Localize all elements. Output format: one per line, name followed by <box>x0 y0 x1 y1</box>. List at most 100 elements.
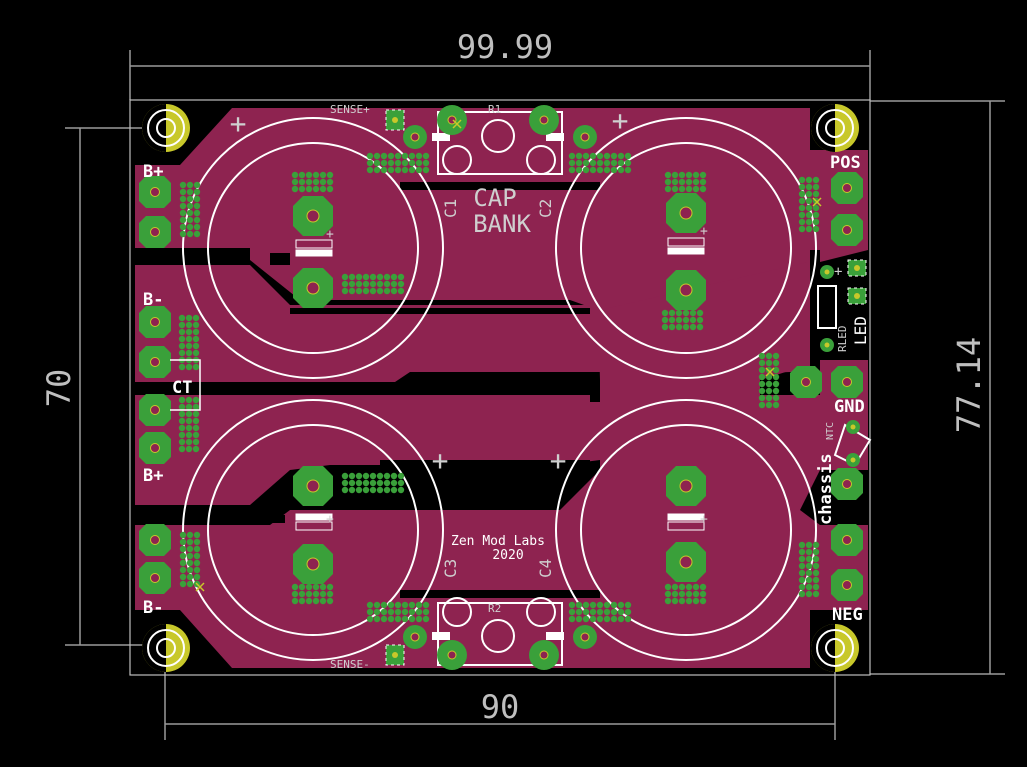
via <box>805 211 813 219</box>
via <box>394 601 402 609</box>
via <box>617 608 625 616</box>
via <box>798 555 806 563</box>
via <box>186 545 194 553</box>
via <box>415 159 423 167</box>
via <box>312 597 320 605</box>
via <box>575 152 583 160</box>
via <box>179 188 187 196</box>
via <box>671 178 679 186</box>
connector-pads <box>139 172 863 601</box>
via <box>589 601 597 609</box>
via <box>192 417 200 425</box>
via <box>373 601 381 609</box>
x-marks <box>195 119 822 592</box>
via <box>689 323 697 331</box>
via <box>291 590 299 598</box>
via <box>798 204 806 212</box>
connector-pad <box>139 176 171 208</box>
via <box>772 394 780 402</box>
via <box>380 152 388 160</box>
via <box>312 178 320 186</box>
via <box>692 597 700 605</box>
via <box>193 531 201 539</box>
via <box>179 223 187 231</box>
via <box>397 273 405 281</box>
via <box>664 597 672 605</box>
connector-pad <box>831 468 863 500</box>
via <box>326 178 334 186</box>
via <box>617 601 625 609</box>
via <box>798 569 806 577</box>
via <box>319 597 327 605</box>
connector-pad <box>831 172 863 204</box>
via <box>186 552 194 560</box>
via <box>610 159 618 167</box>
via <box>193 216 201 224</box>
via <box>675 309 683 317</box>
via <box>415 601 423 609</box>
via <box>185 403 193 411</box>
via <box>568 608 576 616</box>
via <box>179 538 187 546</box>
cap-c1-outline <box>182 117 444 379</box>
via <box>383 486 391 494</box>
plus-marks: + + + + + + + + + <box>230 104 843 527</box>
via <box>661 323 669 331</box>
via <box>798 183 806 191</box>
via <box>596 166 604 174</box>
via <box>664 185 672 193</box>
via <box>798 218 806 226</box>
via <box>193 230 201 238</box>
via <box>298 597 306 605</box>
via <box>380 166 388 174</box>
via <box>661 316 669 324</box>
via <box>366 615 374 623</box>
via <box>812 225 820 233</box>
via <box>678 590 686 598</box>
via <box>758 359 766 367</box>
via <box>401 615 409 623</box>
via <box>765 387 773 395</box>
via <box>178 424 186 432</box>
via <box>624 166 632 174</box>
via <box>341 479 349 487</box>
via <box>798 190 806 198</box>
via <box>185 314 193 322</box>
via <box>582 152 590 160</box>
via <box>408 615 416 623</box>
via <box>812 204 820 212</box>
via <box>186 538 194 546</box>
via <box>805 569 813 577</box>
mount-hole-top-left <box>142 104 190 152</box>
via <box>805 541 813 549</box>
via <box>178 335 186 343</box>
via <box>387 152 395 160</box>
via <box>685 178 693 186</box>
via <box>178 417 186 425</box>
via <box>305 178 313 186</box>
led-section <box>817 259 867 352</box>
dim-top-width: 99.99 <box>457 28 553 66</box>
via <box>186 580 194 588</box>
via <box>376 273 384 281</box>
via <box>366 166 374 174</box>
mounting-holes <box>142 104 859 672</box>
via <box>675 316 683 324</box>
via <box>422 166 430 174</box>
via <box>369 479 377 487</box>
via <box>178 342 186 350</box>
plus-mark: + <box>700 512 708 527</box>
via <box>568 152 576 160</box>
via <box>348 486 356 494</box>
via <box>178 314 186 322</box>
via <box>589 166 597 174</box>
via <box>765 352 773 360</box>
via <box>798 590 806 598</box>
via <box>390 273 398 281</box>
connector-pad <box>831 524 863 556</box>
via <box>326 597 334 605</box>
via <box>603 152 611 160</box>
via <box>193 573 201 581</box>
via <box>798 562 806 570</box>
via <box>185 424 193 432</box>
